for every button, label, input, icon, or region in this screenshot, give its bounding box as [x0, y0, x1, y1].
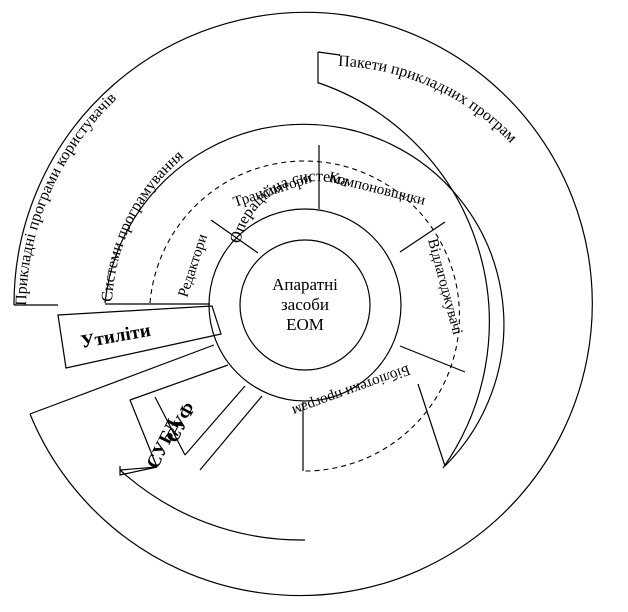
applied-packages-top-edge: [317, 51, 341, 56]
file-system-left-edge: [154, 396, 186, 456]
hardware-label-line2: засоби: [281, 295, 329, 314]
file-system-right-edge: [184, 385, 246, 456]
editors-translators-divider: [210, 219, 259, 254]
applied-packages-region: [317, 52, 490, 469]
system-programming-ring: [104, 123, 505, 467]
hardware-core-circle: [239, 239, 371, 371]
system-programming-label: Системи програмування: [99, 147, 187, 303]
tools-dashed-boundary: [149, 160, 460, 472]
hardware-label-line3: ЕОМ: [286, 315, 324, 334]
applied-packages-label: Пакети прикладних програм: [338, 53, 520, 146]
dbms-left-edge: [129, 399, 158, 468]
utilities-box: [57, 305, 222, 369]
dbms-top-edge: [129, 364, 229, 401]
debuggers-label: Відлагоджувачі: [424, 237, 465, 337]
debuggers-libraries-divider: [399, 345, 466, 373]
dbms-right-edge: [199, 395, 263, 471]
editors-label: Редактори: [176, 232, 211, 299]
dbms-base-edge: [119, 466, 158, 476]
dbms-outer-arc: [119, 469, 306, 541]
user-programs-ring: [13, 11, 593, 597]
utilities-label: Утиліти: [79, 320, 152, 353]
linkers-debuggers-divider: [399, 221, 446, 253]
translators-label: Транслятори: [231, 170, 313, 210]
libraries-right-edge: [417, 383, 446, 467]
dbms-corner: [119, 466, 158, 471]
operating-system-ring: [208, 208, 402, 402]
user-programs-lower-edge: [29, 344, 215, 415]
hardware-label-line1: Апаратні: [272, 275, 338, 294]
